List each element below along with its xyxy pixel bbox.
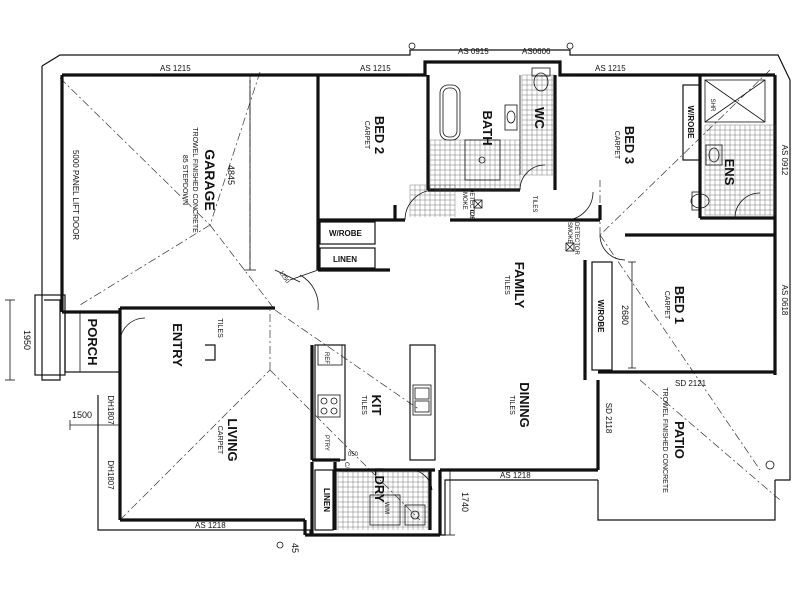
window-as0618: AS 0618 [780,285,789,316]
window-sd2118: SD 2118 [604,403,613,434]
wc-label: WC [532,107,547,129]
bed3-label: BED 3 [622,126,637,164]
bed2-sub: CARPET [363,121,370,150]
porch-label: PORCH [85,319,100,366]
kitchen-fixtures [317,344,432,418]
dim-45: 45 [290,543,300,553]
living-label: LIVING [225,418,240,461]
smoke-detector-icon [473,199,575,252]
smoke-label-2: SMOKE [566,222,572,244]
window-as1215-bed2: AS 1215 [360,64,391,73]
dim-050: 050 [348,452,359,458]
ens-fixtures [690,79,766,211]
detector-label-1: DETECTOR [468,188,474,222]
corridor-tiles-label: TILES [531,196,537,213]
window-dh1807-a: DH1807 [106,395,115,425]
bed1-wrobe-label: W/ROBE [596,300,605,334]
dim-1950: 1950 [22,330,32,350]
ens-label: ENS [722,159,737,186]
entry-label: ENTRY [170,323,185,367]
bed3-wrobe-label: W/ROBE [686,106,695,140]
window-as1218-living: AS 1218 [195,521,226,530]
smoke-label-1: SMOKE [461,188,467,210]
ref-label: REF [323,352,329,364]
doors [119,164,761,491]
window-as1215-bed3: AS 1215 [595,64,626,73]
garage-door-label: 5000 PANEL LIFT DOOR [71,150,80,240]
laundry-fixtures [369,494,426,526]
window-sd2121: SD 2121 [675,379,707,388]
bed2-wrobe-label: W/ROBE [329,229,363,238]
window-as1218-dining: AS 1218 [500,471,531,480]
bed1-label: BED 1 [672,286,687,324]
dining-sub: TILES [508,395,515,415]
bath-label: BATH [480,110,495,145]
dim-1250: 1250 [278,270,291,285]
window-as0915: AS 0915 [458,47,489,56]
porch [34,294,121,376]
window-as0912: AS 0912 [780,145,789,176]
dim-1740: 1740 [460,492,470,512]
bed3-sub: CARPET [613,131,620,160]
window-as1215-garage: AS 1215 [160,64,191,73]
ptry-label: PTRY [323,435,329,451]
wm-label: W/M [383,502,389,514]
tile-hatching [337,74,776,530]
roof-hip-lines [59,69,781,521]
cs-label-2: C/S [343,462,349,472]
patio-sub: TROWEL FINISHED CONCRETE [661,387,668,493]
dining-label: DINING [517,382,532,428]
cs-label-1: C/S [468,210,474,220]
patio-label: PATIO [672,421,687,459]
window-dh1807-b: DH1807 [106,460,115,490]
garage-label: GARAGE [202,149,218,210]
dim-1500: 1500 [72,410,92,420]
garage-sub1: TROWEL FINISHED CONCRETE [191,127,198,233]
dimension-lines [5,80,636,536]
ldry-label: LDRY [372,468,387,503]
garage-depth-dim: 4845 [226,165,236,185]
detector-label-2: DETECTOR [573,222,579,256]
window-as0606: AS0606 [522,47,551,56]
dim-2680: 2680 [620,305,630,325]
bath-fixtures [439,67,551,181]
kit-label: KIT [369,395,384,416]
family-label: FAMILY [512,262,527,309]
bed1-sub: CARPET [663,291,670,320]
linen-label: LINEN [333,255,357,264]
entry-sub: TILES [216,318,223,338]
living-sub: CARPET [216,426,223,455]
shower-label: SHR [709,99,715,112]
kit-sub: TILES [360,395,367,415]
bed2-label: BED 2 [372,116,387,154]
family-sub: TILES [503,275,510,295]
laundry-linen-label: LINEN [322,488,331,512]
window-marks [119,42,776,549]
garage-sub2: 85 STEPDOWN [181,155,188,205]
